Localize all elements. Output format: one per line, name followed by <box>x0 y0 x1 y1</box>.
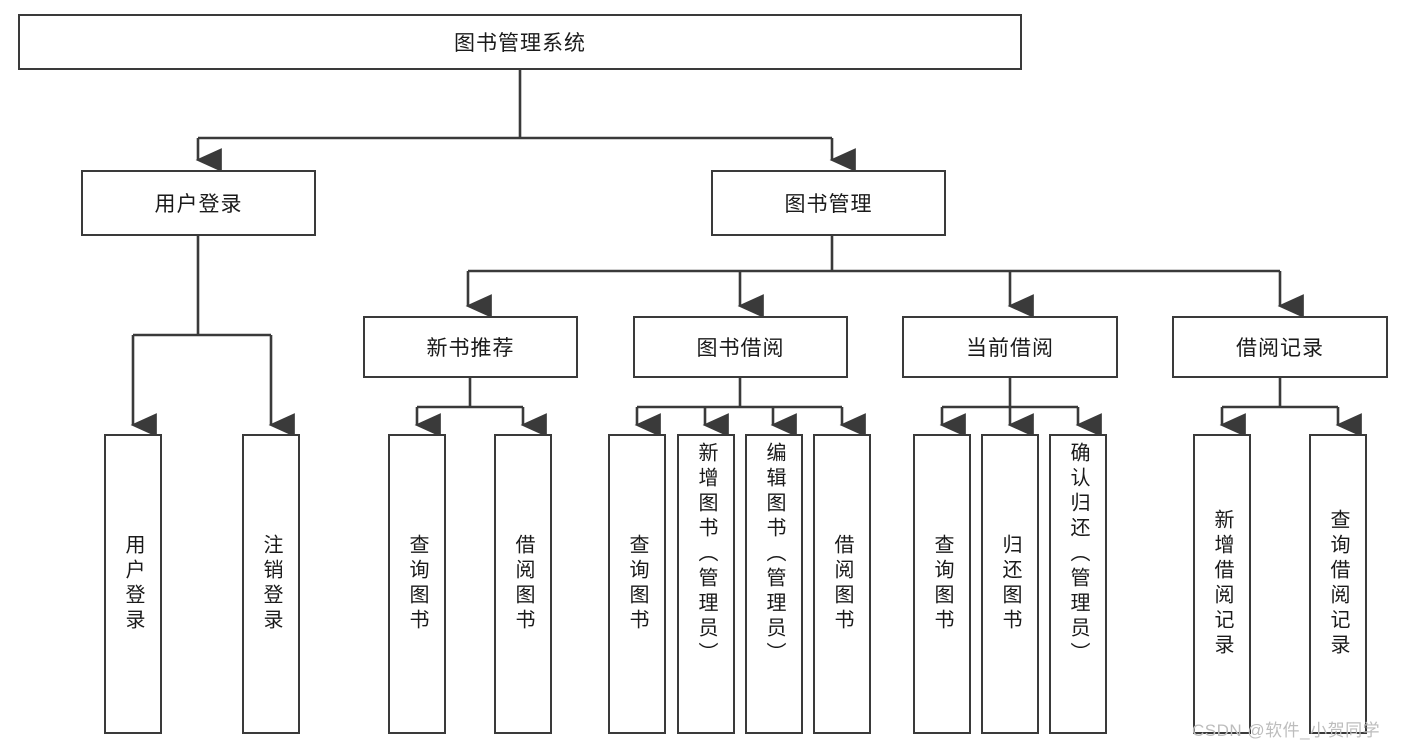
node-label: 查询借阅记录 <box>1327 509 1349 659</box>
node-label: 查询图书 <box>626 534 648 634</box>
node-label: 图书借阅 <box>696 337 785 360</box>
leaf-user-login-logout[interactable]: 注销登录 <box>242 434 300 734</box>
leaf-current-borrow-return-book[interactable]: 归还图书 <box>981 434 1039 734</box>
node-label: 新增图书（管理员） <box>695 442 717 667</box>
leaf-book-borrow-add-book-admin[interactable]: 新增图书（管理员） <box>677 434 735 734</box>
node-label: 当前借阅 <box>966 337 1054 360</box>
leaf-borrow-record-query-record[interactable]: 查询借阅记录 <box>1309 434 1367 734</box>
leaf-new-book-borrow-book[interactable]: 借阅图书 <box>494 434 552 734</box>
node-label: 查询图书 <box>406 534 428 634</box>
node-book-borrow[interactable]: 图书借阅 <box>633 316 848 378</box>
node-label: 图书管理系统 <box>454 32 586 55</box>
node-book-management[interactable]: 图书管理 <box>711 170 946 236</box>
node-label: 用户登录 <box>122 534 144 634</box>
node-root-book-management-system[interactable]: 图书管理系统 <box>18 14 1022 70</box>
node-label: 查询图书 <box>931 534 953 634</box>
node-label: 借阅图书 <box>831 534 853 634</box>
node-borrow-record[interactable]: 借阅记录 <box>1172 316 1388 378</box>
node-label: 归还图书 <box>999 534 1021 634</box>
leaf-borrow-record-add-record[interactable]: 新增借阅记录 <box>1193 434 1251 734</box>
leaf-book-borrow-borrow-book[interactable]: 借阅图书 <box>813 434 871 734</box>
node-label: 借阅图书 <box>512 534 534 634</box>
node-label: 编辑图书（管理员） <box>763 442 785 667</box>
watermark-text: CSDN @软件_小贺同学 <box>1192 721 1381 740</box>
node-new-book-recommend[interactable]: 新书推荐 <box>363 316 578 378</box>
node-label: 新增借阅记录 <box>1211 509 1233 659</box>
leaf-current-borrow-query-book[interactable]: 查询图书 <box>913 434 971 734</box>
node-label: 用户登录 <box>154 193 243 216</box>
node-label: 借阅记录 <box>1236 337 1324 360</box>
node-label: 图书管理 <box>784 193 873 216</box>
node-user-login[interactable]: 用户登录 <box>81 170 316 236</box>
node-label: 注销登录 <box>260 534 282 634</box>
leaf-current-borrow-confirm-return-admin[interactable]: 确认归还（管理员） <box>1049 434 1107 734</box>
leaf-user-login-login[interactable]: 用户登录 <box>104 434 162 734</box>
leaf-book-borrow-edit-book-admin[interactable]: 编辑图书（管理员） <box>745 434 803 734</box>
node-current-borrow[interactable]: 当前借阅 <box>902 316 1118 378</box>
node-label: 确认归还（管理员） <box>1067 442 1089 667</box>
leaf-book-borrow-query-book[interactable]: 查询图书 <box>608 434 666 734</box>
leaf-new-book-query-book[interactable]: 查询图书 <box>388 434 446 734</box>
node-label: 新书推荐 <box>426 337 515 360</box>
